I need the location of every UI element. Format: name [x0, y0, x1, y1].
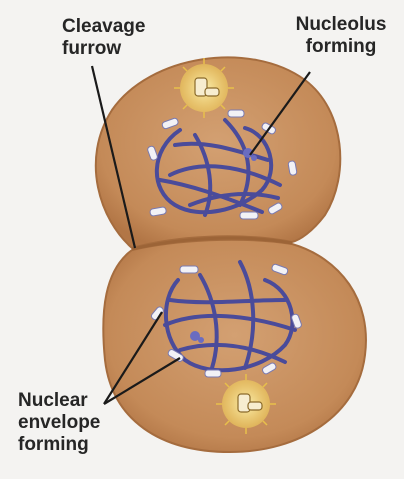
nucleolus-forming-label-line1: Nucleolus	[286, 14, 396, 36]
cleavage-furrow-label: Cleavage furrow	[62, 16, 145, 60]
lower-centrosome	[216, 374, 276, 434]
cleavage-furrow-label-line1: Cleavage	[62, 16, 145, 38]
nucleolus-forming-label-line2: forming	[286, 36, 396, 58]
nuclear-envelope-forming-label: Nuclear envelope forming	[18, 390, 100, 456]
nucleolus-forming-label: Nucleolus forming	[286, 14, 396, 58]
nuclear-envelope-forming-label-line2: envelope	[18, 412, 100, 434]
upper-centrosome	[174, 58, 234, 118]
nuclear-envelope-forming-label-line1: Nuclear	[18, 390, 100, 412]
cleavage-furrow-label-line2: furrow	[62, 38, 145, 60]
nuclear-envelope-forming-label-line3: forming	[18, 434, 100, 456]
